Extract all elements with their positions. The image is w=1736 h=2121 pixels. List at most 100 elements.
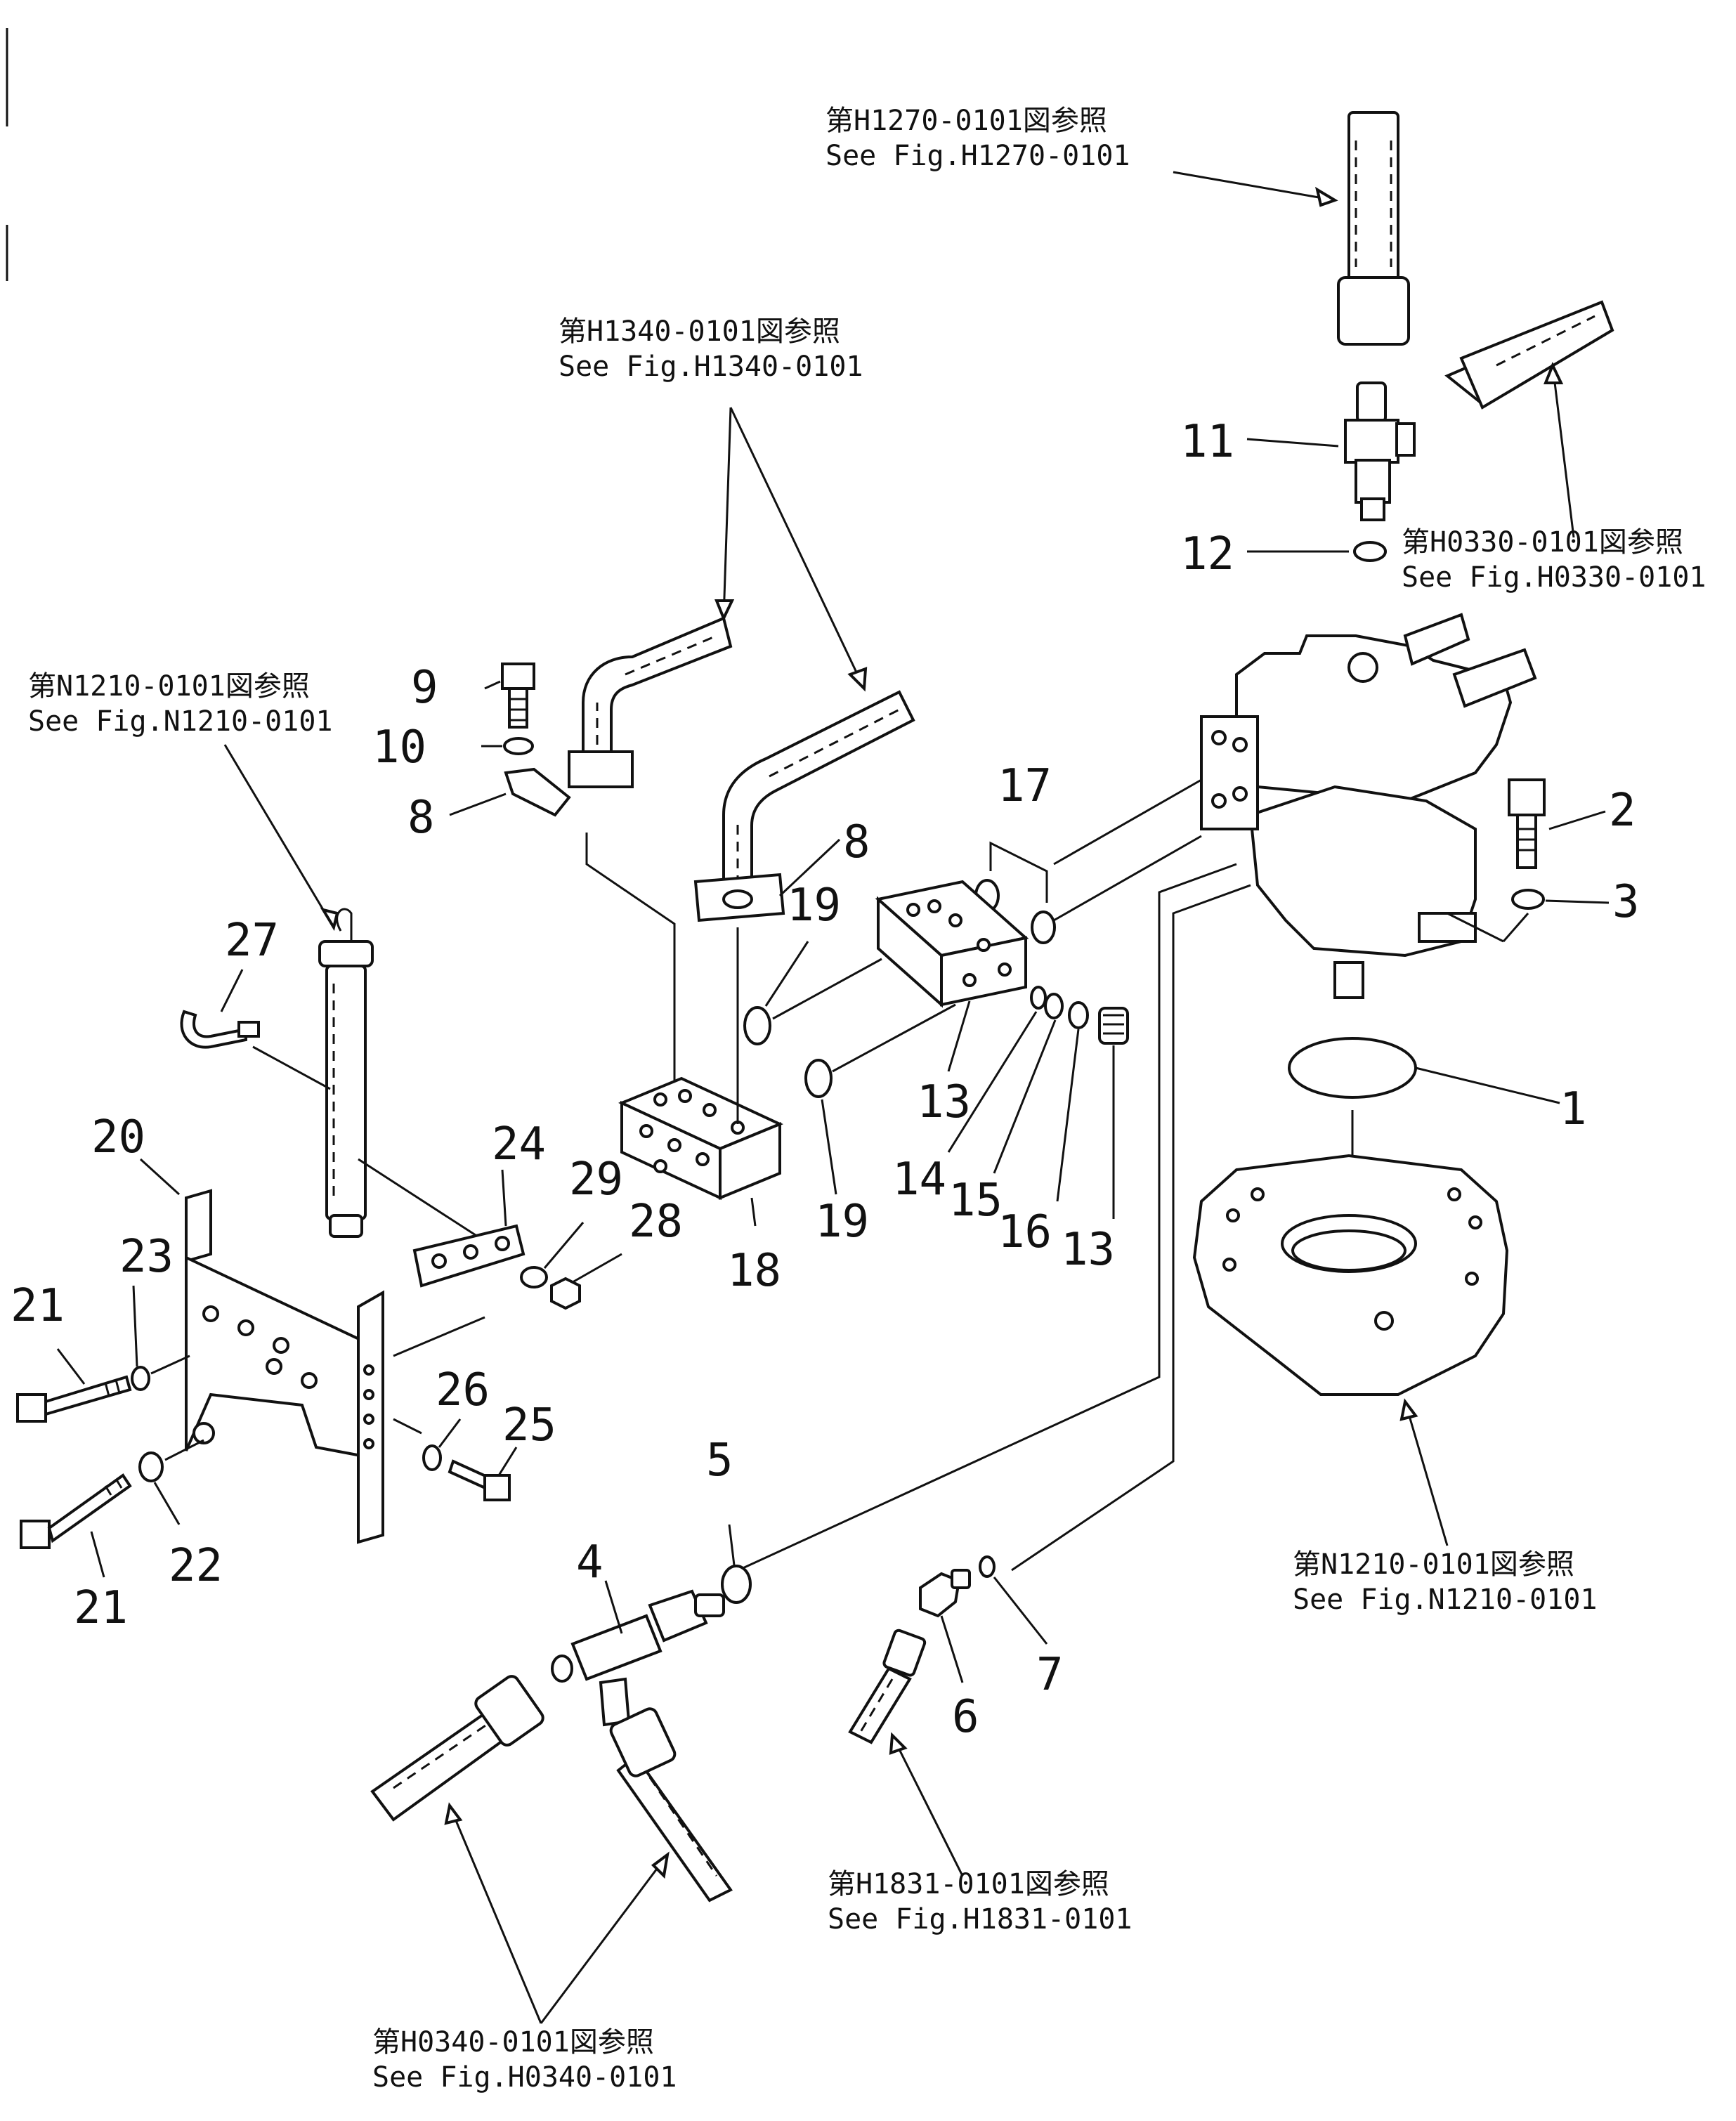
ref-h1340: 第H1340-0101図参照 See Fig.H1340-0101 <box>559 315 868 692</box>
o-ring-15 <box>1044 993 1064 1019</box>
leader-bolt-upper <box>150 1355 190 1375</box>
elbow-6 <box>919 1569 971 1618</box>
callout-17: 17 <box>998 760 1052 812</box>
leader-bracket <box>393 1316 485 1435</box>
leader-2-3 <box>1447 912 1529 943</box>
cylinder-n1210 <box>318 908 374 1238</box>
block-18 <box>618 1076 783 1201</box>
leader-19a-block <box>772 958 882 1020</box>
ref-h1831-en: See Fig.H1831-0101 <box>828 1903 1132 1936</box>
callout-numbers: 1 2 3 4 5 6 7 8 8 9 10 11 12 13 13 14 15… <box>11 416 1640 1743</box>
callout-18: 18 <box>727 1245 781 1297</box>
washer-3 <box>1511 889 1545 910</box>
ref-h0330: 第H0330-0101図参照 See Fig.H0330-0101 <box>1402 362 1706 594</box>
callout-7: 7 <box>1036 1649 1064 1701</box>
pipe-h0330 <box>1444 300 1614 410</box>
callout-21-upper: 21 <box>11 1280 65 1332</box>
callout-12: 12 <box>1180 528 1234 580</box>
washer-22 <box>138 1451 164 1482</box>
o-ring-1 <box>1288 1037 1417 1099</box>
u-bolt-27 <box>180 1010 260 1049</box>
washer-10 <box>503 737 534 755</box>
callout-13-upper: 13 <box>917 1076 971 1128</box>
nut-28 <box>550 1277 581 1310</box>
ref-h1831: 第H1831-0101図参照 See Fig.H1831-0101 <box>828 1732 1132 1936</box>
ref-n1210-top: 第N1210-0101図参照 See Fig.N1210-0101 <box>28 670 339 932</box>
callout-11: 11 <box>1180 416 1234 468</box>
callout-5: 5 <box>706 1435 733 1487</box>
o-ring-16 <box>1068 1001 1089 1029</box>
callout-8-left: 8 <box>407 792 435 844</box>
bolt-2 <box>1508 778 1546 869</box>
callout-26: 26 <box>436 1364 490 1416</box>
leader-19b-block <box>832 1003 956 1073</box>
callout-16: 16 <box>998 1206 1052 1258</box>
callout-19-upper: 19 <box>787 880 841 932</box>
ref-n1210-bottom: 第N1210-0101図参照 See Fig.N1210-0101 <box>1293 1398 1597 1616</box>
o-ring-14 <box>1030 986 1047 1010</box>
pipe-h1270 <box>1337 111 1410 346</box>
line-7-route <box>1011 884 1251 1572</box>
callout-29: 29 <box>569 1154 623 1206</box>
bracket-20 <box>185 1189 384 1544</box>
callout-leaders <box>56 438 1610 1683</box>
tee-4 <box>551 1589 725 1727</box>
ref-h0340-en: See Fig.H0340-0101 <box>372 2061 677 2094</box>
ref-h0330-jp: 第H0330-0101図参照 <box>1402 526 1683 559</box>
tee-fitting-11 <box>1344 381 1416 521</box>
ref-n1210-top-en: See Fig.N1210-0101 <box>28 705 332 738</box>
callout-23: 23 <box>119 1231 174 1283</box>
ref-h1340-jp: 第H1340-0101図参照 <box>559 315 840 348</box>
bracket-17 <box>989 841 1048 903</box>
ref-h1831-jp: 第H1831-0101図参照 <box>828 1868 1109 1900</box>
callout-3: 3 <box>1612 876 1640 928</box>
o-ring-5 <box>721 1565 752 1604</box>
o-ring-12 <box>1353 541 1387 562</box>
ref-h0340: 第H0340-0101図参照 See Fig.H0340-0101 <box>372 1802 677 2094</box>
washer-29 <box>520 1266 548 1288</box>
plate-24 <box>412 1224 526 1288</box>
callout-21-lower: 21 <box>74 1582 128 1634</box>
callout-27: 27 <box>225 915 279 967</box>
valve-body <box>1200 613 1537 999</box>
callout-19-lower: 19 <box>815 1196 869 1248</box>
line-5-route <box>730 863 1237 1575</box>
callout-14: 14 <box>892 1154 946 1206</box>
ref-h1270: 第H1270-0101図参照 See Fig.H1270-0101 <box>825 105 1338 207</box>
callout-24: 24 <box>492 1118 546 1170</box>
ref-h0330-en: See Fig.H0330-0101 <box>1402 561 1706 594</box>
leader-17-valve <box>1053 778 1202 922</box>
bolt-25 <box>448 1459 511 1501</box>
ref-n1210-top-jp: 第N1210-0101図参照 <box>28 670 310 703</box>
pipe-h1340-right <box>693 690 915 922</box>
hose-h1831 <box>848 1629 927 1744</box>
motor-case-n1210 <box>1192 1154 1509 1396</box>
callout-9: 9 <box>411 662 438 714</box>
callout-6: 6 <box>952 1691 979 1743</box>
callout-4: 4 <box>576 1536 603 1588</box>
ref-h0340-jp: 第H0340-0101図参照 <box>372 2026 654 2058</box>
callout-13-lower: 13 <box>1061 1224 1115 1276</box>
o-ring-19b <box>804 1059 833 1098</box>
ref-n1210-bottom-en: See Fig.N1210-0101 <box>1293 1584 1597 1616</box>
o-ring-19a <box>743 1006 771 1045</box>
callout-15: 15 <box>948 1175 1003 1227</box>
o-ring-7 <box>979 1555 996 1578</box>
washer-26 <box>422 1444 442 1471</box>
bolt-9 <box>501 663 535 729</box>
callout-1: 1 <box>1560 1083 1587 1135</box>
pipe-h1340-left <box>568 616 733 788</box>
callout-25: 25 <box>502 1399 556 1451</box>
leader-bolt-lower <box>164 1439 204 1461</box>
bolt-21-upper <box>16 1375 132 1423</box>
washer-23 <box>131 1366 150 1391</box>
callout-20: 20 <box>91 1111 145 1163</box>
bolt-21-lower <box>20 1473 132 1549</box>
pipe-h0340-right <box>609 1707 733 1903</box>
clamp-8-left <box>504 767 571 817</box>
callout-22: 22 <box>169 1540 223 1592</box>
pipe-h0340-left <box>370 1675 544 1822</box>
block-13 <box>875 880 1029 1008</box>
ref-n1210-bottom-jp: 第N1210-0101図参照 <box>1293 1548 1574 1581</box>
